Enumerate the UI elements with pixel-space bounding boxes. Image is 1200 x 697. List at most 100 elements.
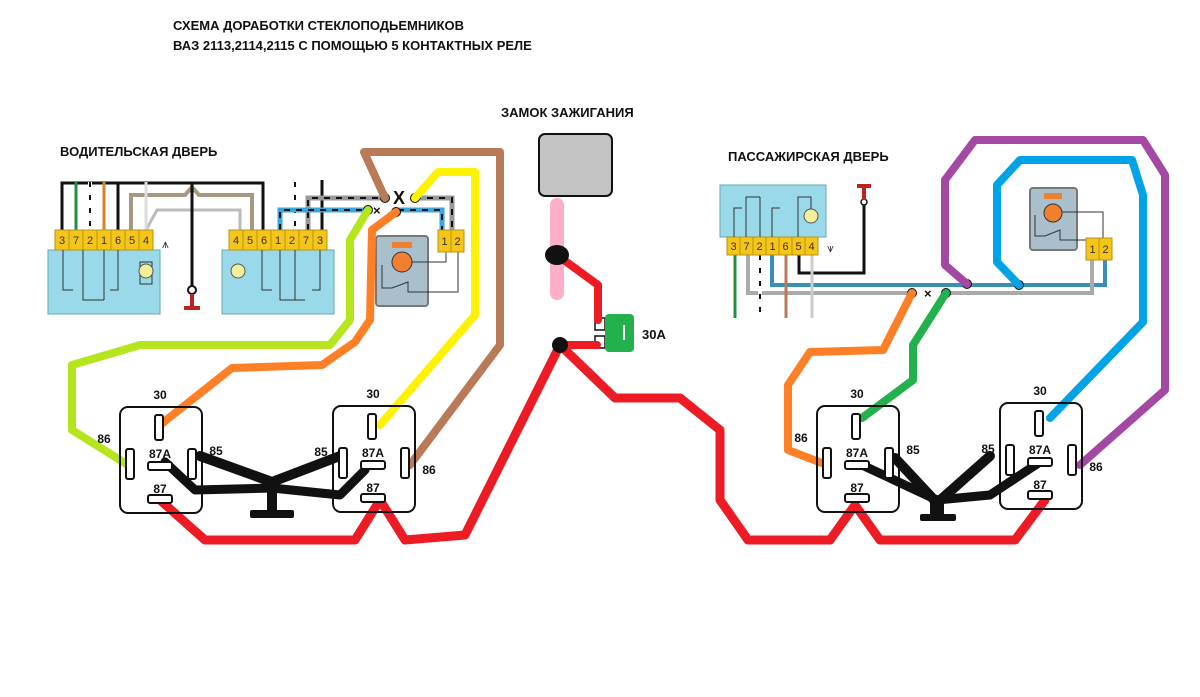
lamp-icon <box>138 263 154 279</box>
connector-pin <box>138 229 154 251</box>
connector-pin-label: 2 <box>87 235 93 247</box>
title-line-1: СХЕМА ДОРАБОТКИ СТЕКЛОПОДЬЕМНИКОВ <box>173 18 464 33</box>
relay-pin-87 <box>844 493 870 503</box>
relay-pin-side-right <box>884 447 894 479</box>
fuse-30a: 30А <box>594 314 666 352</box>
connector-pin-label: 2 <box>289 235 295 247</box>
connector-pin-label: 2 <box>454 236 460 248</box>
ignition-switch <box>538 133 613 300</box>
wire-purple <box>941 136 1169 469</box>
cut-mark-icon: X <box>393 188 405 208</box>
cut-mark-icon: × <box>924 286 932 301</box>
connector-pin-label: 5 <box>247 235 253 247</box>
connector-pin <box>450 229 465 253</box>
connector-pin-label: 3 <box>317 235 323 247</box>
relay-pin-87 <box>147 494 173 504</box>
relay-pin-87a <box>844 460 870 470</box>
relay-body <box>332 405 416 513</box>
connector-pin-label: 6 <box>782 241 788 253</box>
wire-blue <box>993 156 1147 422</box>
relay-pin-side-left <box>338 447 348 479</box>
relay-pin-label: 87A <box>149 447 171 461</box>
relay-pin-87 <box>1027 490 1053 500</box>
connector-pin <box>804 236 819 256</box>
relay-pin-label: 87 <box>850 481 864 495</box>
connector-pin <box>1098 237 1113 261</box>
connector-pin-label: 1 <box>275 235 281 247</box>
relay-pin-87 <box>360 493 386 503</box>
relay-pin-87a <box>360 460 386 470</box>
relay-passenger-1: 30 87A 87 86 85 <box>794 387 920 513</box>
relay-pin-label: 87A <box>846 446 868 460</box>
relay-body <box>119 406 203 514</box>
relay-pin-label: 30 <box>1033 384 1047 398</box>
relay-pin-label: 86 <box>794 431 808 445</box>
lamp-icon <box>230 263 246 279</box>
relay-pin-30 <box>367 413 377 440</box>
relay-pin-side-left <box>1005 444 1015 476</box>
connector-pin-label: 3 <box>730 241 736 253</box>
relay-pin-label: 87A <box>1029 443 1051 457</box>
relay-pin-label: 30 <box>850 387 864 401</box>
cut-mark-icon: × <box>373 203 381 218</box>
title-line-2: ВАЗ 2113,2114,2115 С ПОМОЩЬЮ 5 КОНТАКТНЫ… <box>173 38 532 53</box>
fuse-label: 30А <box>642 327 666 342</box>
passenger-harness: ⩛ <box>733 184 1107 318</box>
relay-pin-side-left <box>822 447 832 479</box>
ground-icon <box>920 500 956 521</box>
relay-body <box>816 405 900 513</box>
connector-pin-label: 2 <box>1102 244 1108 256</box>
ignition-label: ЗАМОК ЗАЖИГАНИЯ <box>501 105 634 120</box>
connector-pin-label: 1 <box>1089 244 1095 256</box>
relay-pin-side-right <box>187 448 197 480</box>
relay-pin-label: 85 <box>209 444 223 458</box>
relay-pin-87a <box>1027 457 1053 467</box>
passenger-door-label: ПАССАЖИРСКАЯ ДВЕРЬ <box>728 149 889 164</box>
relay-pin-label: 85 <box>314 445 328 459</box>
relay-pin-label: 87 <box>366 481 380 495</box>
relay-pin-label: 86 <box>97 432 111 446</box>
connector-pin-label: 5 <box>795 241 801 253</box>
junction-dot <box>545 245 569 265</box>
relay-pin-side-right <box>400 447 410 479</box>
wire-red-right-relays <box>555 340 1050 545</box>
relay-driver-2: 30 87A 87 85 86 <box>314 387 436 513</box>
wire-orange-passenger <box>784 289 916 469</box>
connector-pin-label: 4 <box>808 241 814 253</box>
relay-pin-label: 87 <box>153 482 167 496</box>
connector-pin-label: 4 <box>233 235 239 247</box>
relay-pin-label: 87 <box>1033 478 1047 492</box>
relay-pin-30 <box>1034 410 1044 437</box>
relay-pin-87a <box>147 461 173 471</box>
relay-pin-label: 87A <box>362 446 384 460</box>
antenna-icon: ⩛ <box>827 241 834 255</box>
motor-icon <box>391 251 413 273</box>
lamp-icon <box>803 208 819 224</box>
relay-pin-label: 86 <box>1089 460 1103 474</box>
wire-lime <box>68 206 372 469</box>
relay-pin-label: 30 <box>366 387 380 401</box>
relay-pin-30 <box>154 414 164 441</box>
connector-pin-label: 4 <box>143 235 149 247</box>
relay-pin-side-left <box>125 448 135 480</box>
wire-brown <box>360 148 504 469</box>
wire-green <box>858 289 950 422</box>
junction-dot <box>552 337 568 353</box>
relay-pin-label: 86 <box>422 463 436 477</box>
relay-pin-label: 85 <box>906 443 920 457</box>
wire-black-driver <box>195 451 345 487</box>
connector-pin-label: 1 <box>769 241 775 253</box>
antenna-icon: ⩚ <box>162 237 169 251</box>
connector-pin-label: 3 <box>59 235 65 247</box>
wire-yellow <box>376 168 479 429</box>
connector-pin-label: 6 <box>261 235 267 247</box>
driver-door-label: ВОДИТЕЛЬСКАЯ ДВЕРЬ <box>60 144 217 159</box>
connector-pin-label: 1 <box>441 236 447 248</box>
connector-pin-label: 7 <box>743 241 749 253</box>
